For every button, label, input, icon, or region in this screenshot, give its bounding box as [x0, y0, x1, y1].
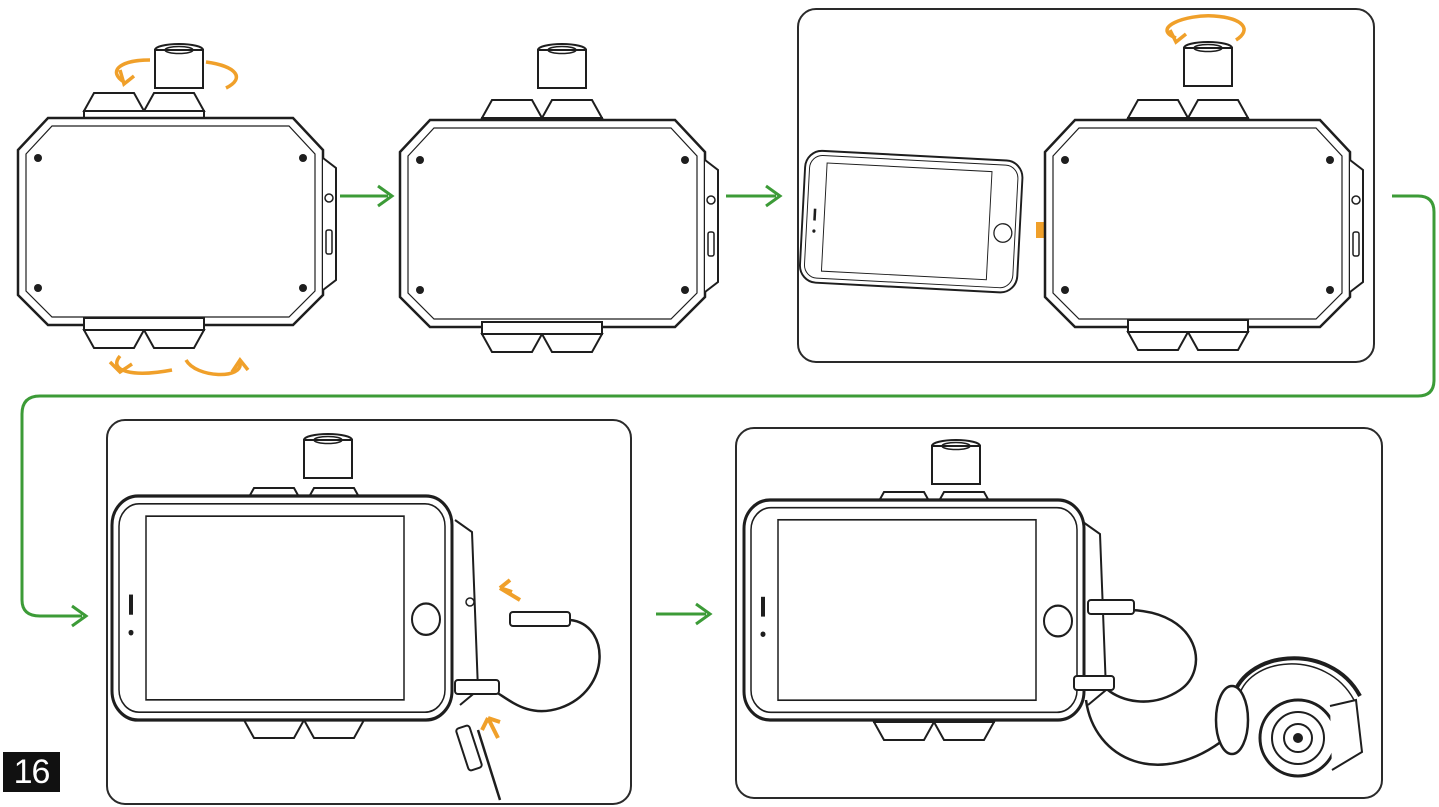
audio-cable: [1086, 700, 1226, 765]
step-1-device: [18, 44, 336, 375]
page-number-badge: 16: [3, 752, 60, 792]
phone-illustration: [112, 496, 452, 720]
headphones-icon: [1216, 658, 1362, 776]
flow-arrow: [656, 604, 710, 624]
audio-cable: [496, 620, 600, 711]
flow-arrow: [340, 186, 392, 206]
audio-cable: [1108, 610, 1196, 702]
step-3-panel: [798, 9, 1374, 362]
flow-arrow: [726, 186, 780, 206]
step-2-device: [400, 44, 718, 352]
step-4-panel: [107, 420, 631, 804]
rotate-arrow-icon: [1167, 16, 1244, 40]
phone-illustration: [799, 150, 1023, 293]
plug-arrow-icon: [500, 580, 520, 600]
rotate-arrow-icon: [117, 356, 240, 375]
phone-illustration: [744, 500, 1084, 720]
plug-arrow-icon: [482, 718, 500, 738]
step-5-panel: [736, 428, 1382, 798]
